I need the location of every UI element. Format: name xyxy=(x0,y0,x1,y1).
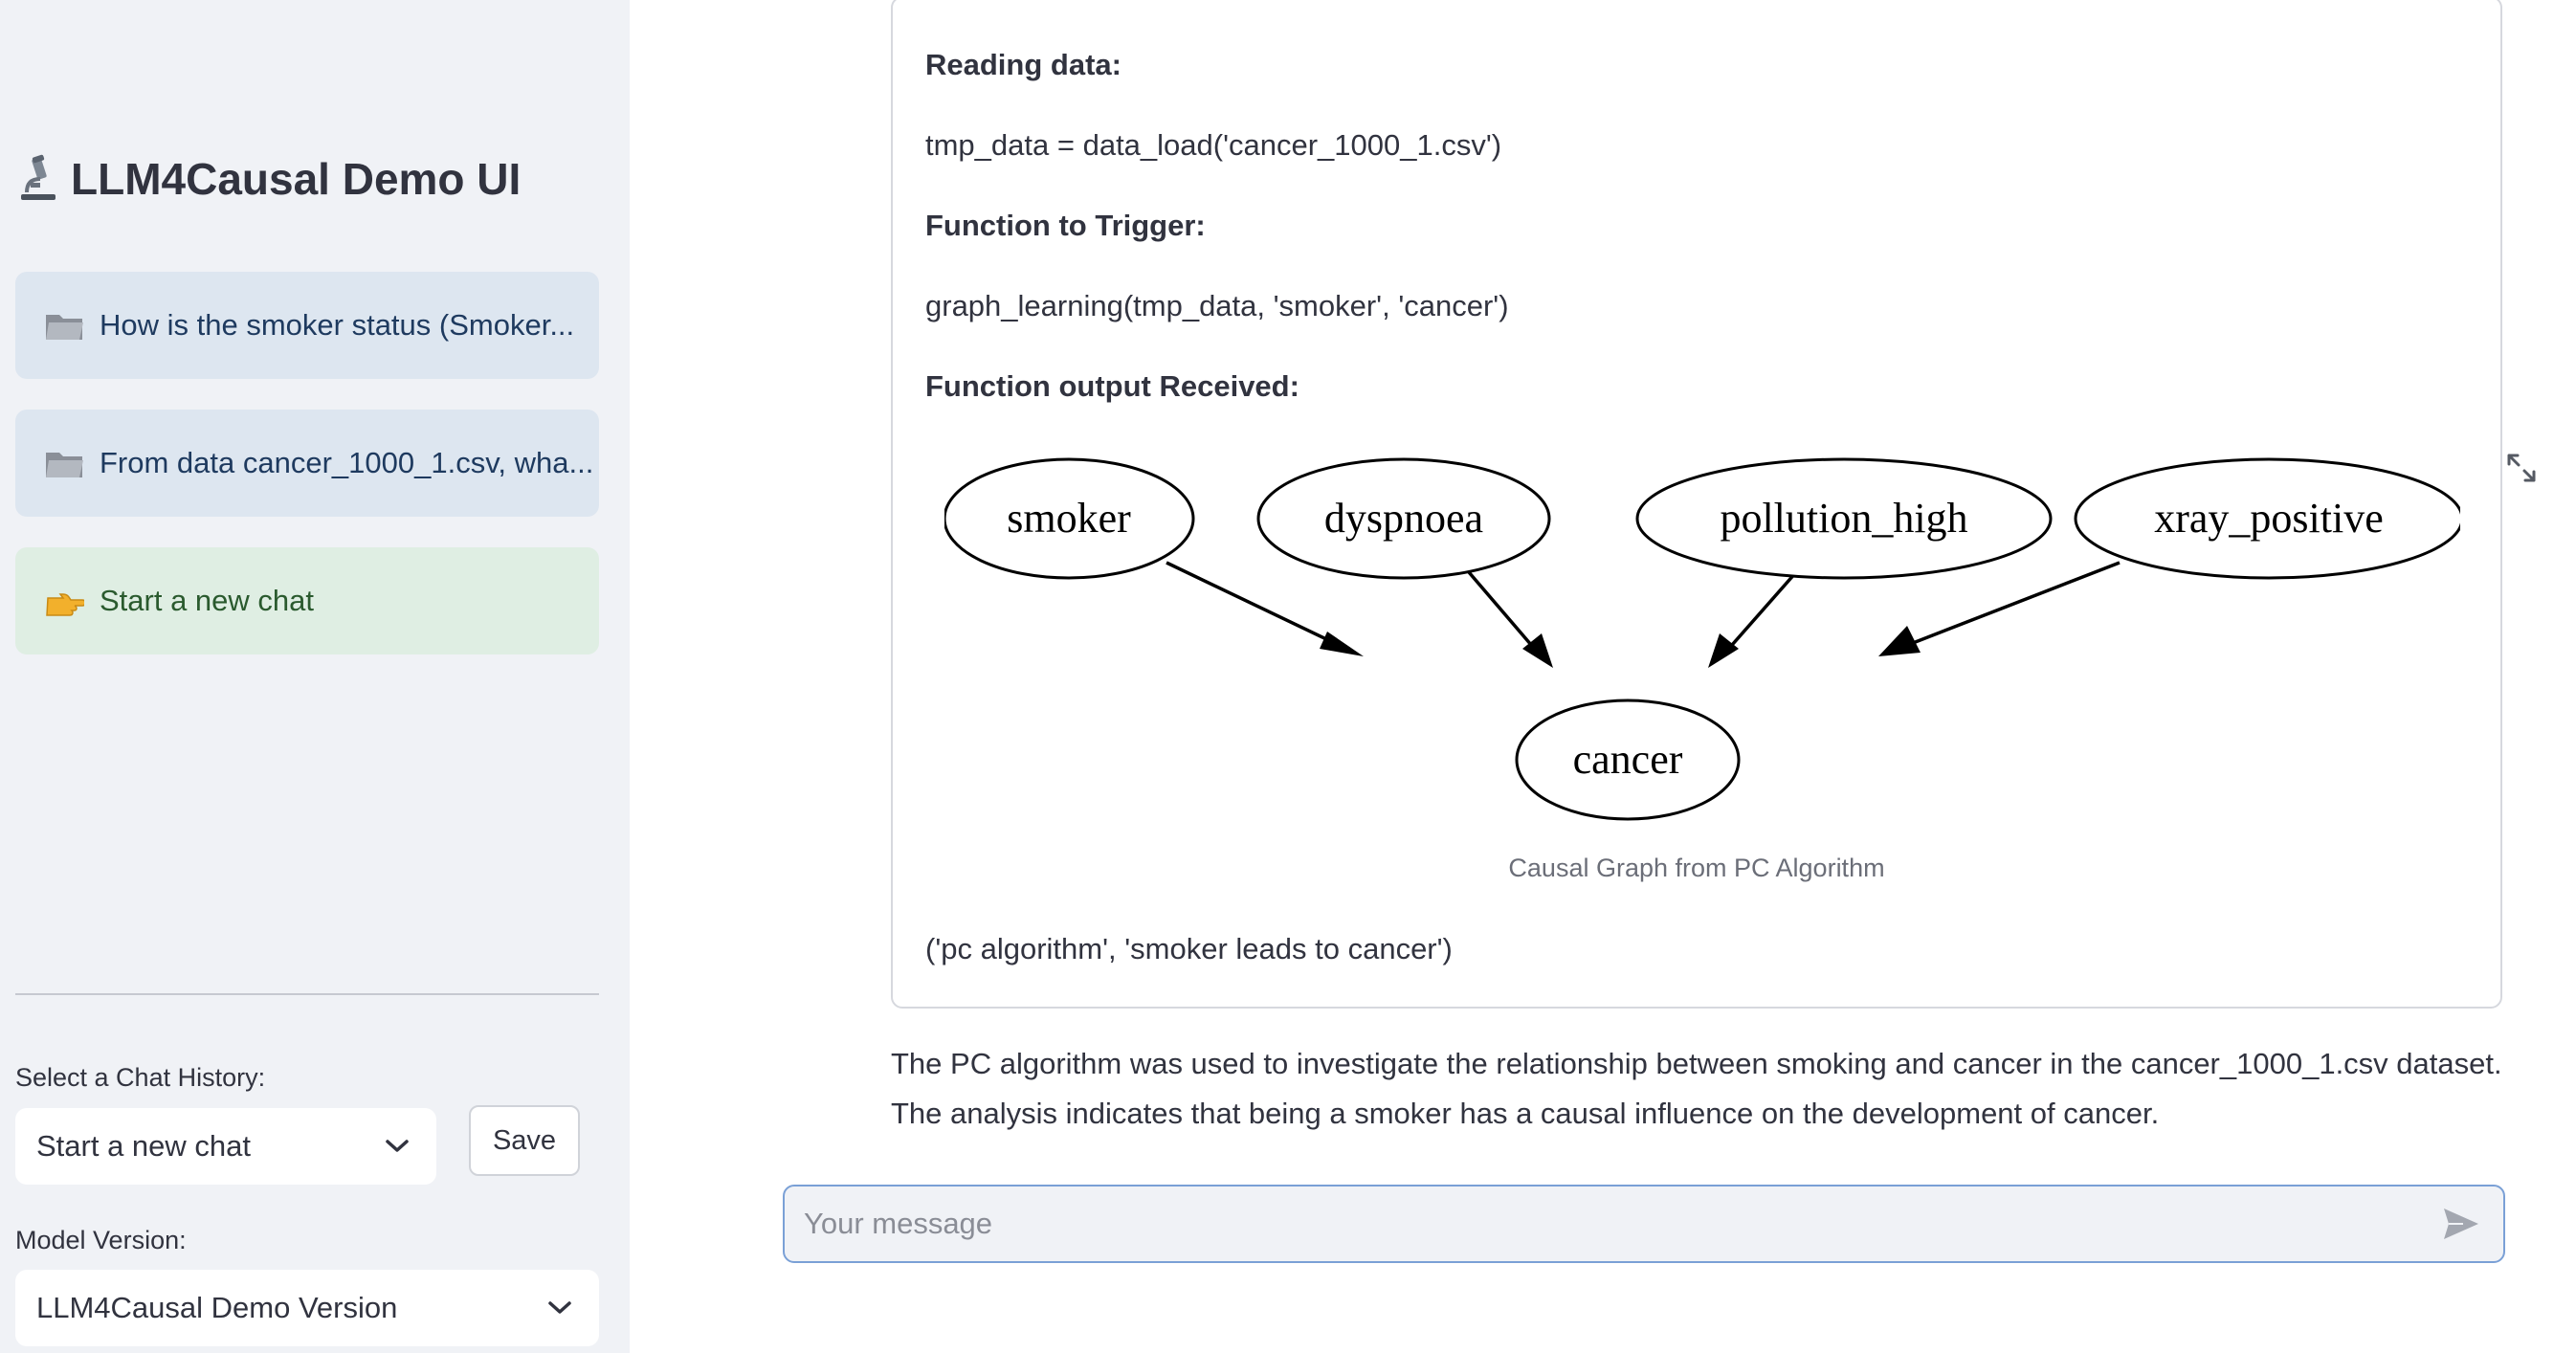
folder-icon xyxy=(46,453,83,477)
chat-history-item-label: From data cancer_1000_1.csv, wha... xyxy=(100,446,594,479)
function-call-message: Reading data: tmp_data = data_load('canc… xyxy=(891,0,2502,1009)
edge-pollution-cancer xyxy=(1723,570,1798,654)
model-version-select-value: LLM4Causal Demo Version xyxy=(36,1291,398,1324)
function-heading: Function to Trigger: xyxy=(925,209,1206,242)
sidebar: LLM4Causal Demo UI How is the smoker sta… xyxy=(0,0,630,1353)
chat-history-item-label: How is the smoker status (Smoker... xyxy=(100,308,575,342)
node-label: pollution_high xyxy=(1720,495,1967,542)
edge-smoker-cancer-head xyxy=(1320,632,1364,656)
edge-pollution-cancer-head xyxy=(1708,633,1739,668)
node-label: smoker xyxy=(1007,495,1131,542)
node-label: xray_positive xyxy=(2154,495,2384,542)
sidebar-divider xyxy=(15,993,599,995)
chat-input-box[interactable] xyxy=(783,1185,2505,1263)
pointing-hand-icon xyxy=(46,593,84,616)
main-content: Reading data: tmp_data = data_load('canc… xyxy=(630,0,2576,1353)
app-title-text: LLM4Causal Demo UI xyxy=(71,154,522,204)
chat-history-select[interactable]: Start a new chat xyxy=(15,1108,436,1185)
chevron-down-icon xyxy=(548,1301,571,1314)
new-chat-button[interactable]: Start a new chat xyxy=(15,547,599,654)
graph-caption: Causal Graph from PC Algorithm xyxy=(1508,854,1885,882)
chat-history-select-label: Select a Chat History: xyxy=(15,1063,266,1092)
model-version-select[interactable]: LLM4Causal Demo Version xyxy=(15,1270,599,1346)
folder-icon xyxy=(46,315,83,340)
assistant-summary: The PC algorithm was used to investigate… xyxy=(891,1047,2502,1130)
app-title: LLM4Causal Demo UI xyxy=(17,153,521,205)
output-heading: Function output Received: xyxy=(925,369,1299,403)
chevron-down-icon xyxy=(386,1140,409,1152)
edge-xray-cancer xyxy=(1912,561,2121,645)
model-version-label: Model Version: xyxy=(15,1226,187,1254)
message-input[interactable] xyxy=(802,1206,2442,1242)
chat-history-item-2[interactable]: From data cancer_1000_1.csv, wha... xyxy=(15,410,599,517)
reading-data-heading: Reading data: xyxy=(925,48,1121,81)
reading-data-code: tmp_data = data_load('cancer_1000_1.csv'… xyxy=(925,128,1502,162)
send-icon[interactable] xyxy=(2442,1207,2480,1241)
causal-graph: smoker dyspnoea pollution_high xray_posi… xyxy=(944,457,2460,821)
node-cancer: cancer xyxy=(1515,699,1741,821)
edge-smoker-cancer xyxy=(1166,561,1347,651)
node-pollution-high: pollution_high xyxy=(1635,457,2053,580)
chat-history-item-1[interactable]: How is the smoker status (Smoker... xyxy=(15,272,599,379)
expand-icon[interactable] xyxy=(2505,452,2538,484)
function-code: graph_learning(tmp_data, 'smoker', 'canc… xyxy=(925,289,1509,322)
microscope-icon xyxy=(21,154,56,200)
node-label: dyspnoea xyxy=(1324,495,1483,542)
edge-dyspnoea-cancer xyxy=(1467,570,1540,654)
node-smoker: smoker xyxy=(944,457,1195,580)
node-xray-positive: xray_positive xyxy=(2074,457,2460,580)
edge-dyspnoea-cancer-head xyxy=(1522,633,1553,668)
chat-history-select-value: Start a new chat xyxy=(36,1129,252,1163)
node-dyspnoea: dyspnoea xyxy=(1256,457,1551,580)
node-label: cancer xyxy=(1573,736,1683,783)
result-tuple: ('pc algorithm', 'smoker leads to cancer… xyxy=(925,932,1453,965)
edge-xray-cancer-head xyxy=(1878,626,1921,656)
new-chat-label: Start a new chat xyxy=(100,584,315,617)
save-button[interactable]: Save xyxy=(469,1105,580,1176)
